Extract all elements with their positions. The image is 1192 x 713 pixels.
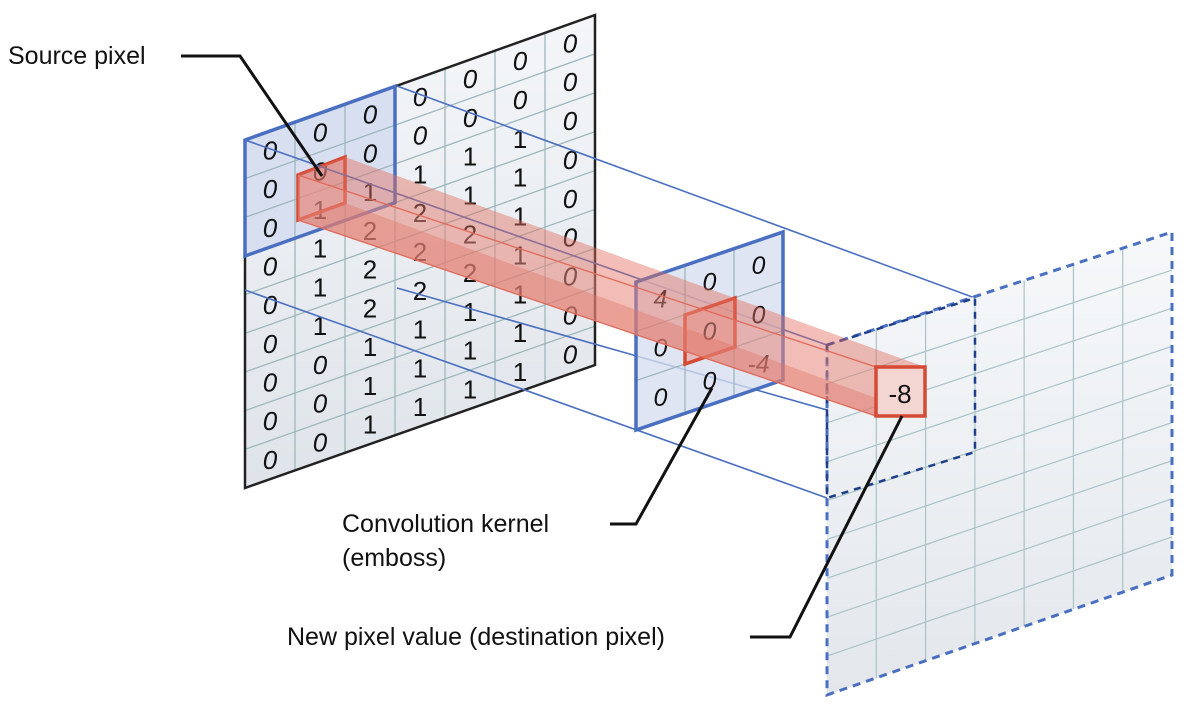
convolution-beam bbox=[297, 157, 925, 417]
source-cell-value: 1 bbox=[513, 124, 527, 154]
destination-leader bbox=[750, 415, 904, 639]
source-cell-value: 0 bbox=[563, 339, 578, 369]
source-cell-value: 0 bbox=[263, 174, 278, 204]
source-cell-value: 2 bbox=[363, 255, 377, 285]
kernel-cell-value: 0 bbox=[654, 384, 668, 412]
source-cell-value: 0 bbox=[413, 82, 428, 112]
source-cell-value: 0 bbox=[313, 427, 328, 457]
source-cell-value: 0 bbox=[363, 139, 378, 169]
source-grid-line bbox=[244, 208, 596, 334]
source-cell-value: 1 bbox=[413, 353, 427, 383]
destination-grid-line bbox=[826, 498, 1173, 618]
source-cell-value: 0 bbox=[363, 100, 378, 130]
source-cell-value: 0 bbox=[263, 213, 278, 243]
destination-grid-line bbox=[826, 345, 1173, 463]
beam-edge bbox=[297, 219, 877, 417]
kernel-leader bbox=[610, 387, 714, 526]
source-cell-value: 1 bbox=[463, 297, 477, 327]
source-cell-value: 0 bbox=[413, 121, 428, 151]
source-grid-line bbox=[244, 325, 596, 450]
source-cell-value: 0 bbox=[313, 350, 328, 380]
source-cell-value: 1 bbox=[363, 371, 377, 401]
source-cell-value: 1 bbox=[513, 163, 527, 193]
source-cell-value: 1 bbox=[463, 375, 477, 405]
beam-side-face bbox=[298, 175, 876, 416]
destination-pixel-box bbox=[874, 365, 927, 418]
callout-lines bbox=[181, 54, 904, 639]
source-cell-value: 0 bbox=[563, 223, 578, 253]
source-cell-value: 0 bbox=[463, 64, 478, 94]
source-cell-value: 0 bbox=[263, 406, 278, 436]
source-cell-value: 0 bbox=[313, 118, 328, 148]
source-cell-value: 0 bbox=[563, 184, 578, 214]
kernel-cell-value: 0 bbox=[703, 269, 717, 297]
source-cell-value: 1 bbox=[313, 272, 327, 302]
destination-pixel: -8 bbox=[874, 365, 927, 418]
kernel-label-line1: Convolution kernel bbox=[342, 510, 549, 538]
projection-line bbox=[396, 85, 976, 299]
source-cell-value: 0 bbox=[263, 252, 278, 282]
kernel-cell-value: 0 bbox=[752, 301, 766, 329]
source-cell-value: 1 bbox=[413, 315, 427, 345]
source-cell-value: 1 bbox=[413, 392, 427, 422]
source-cell-value: 0 bbox=[513, 46, 528, 76]
source-cell-value: 0 bbox=[263, 368, 278, 398]
source-cell-value: 1 bbox=[313, 234, 327, 264]
source-pixel-label: Source pixel bbox=[8, 42, 146, 70]
source-cell-value: 0 bbox=[513, 85, 528, 115]
source-grid-line bbox=[244, 286, 596, 412]
source-panel-border bbox=[243, 13, 597, 490]
source-cell-value: 1 bbox=[463, 181, 477, 211]
source-cell-value: 1 bbox=[363, 410, 377, 440]
kernel-cell-value: 0 bbox=[703, 367, 717, 395]
source-cell-value: 2 bbox=[413, 276, 427, 306]
destination-image-grid bbox=[825, 229, 1174, 698]
destination-grid-line bbox=[826, 269, 1173, 385]
source-cell-value: 0 bbox=[563, 67, 578, 97]
source-cell-value: 1 bbox=[513, 357, 527, 387]
source-cell-value: 0 bbox=[263, 135, 278, 165]
source-cell-value: 0 bbox=[563, 106, 578, 136]
kernel-label-line2: (emboss) bbox=[342, 544, 446, 572]
source-cell-value: 0 bbox=[263, 290, 278, 320]
source-cell-value: 1 bbox=[513, 202, 527, 232]
source-cell-value: 1 bbox=[413, 159, 427, 189]
source-window-border bbox=[243, 83, 397, 259]
source-cell-value: 1 bbox=[363, 332, 377, 362]
destination-panel-background bbox=[827, 232, 1172, 695]
source-pixel-leader bbox=[181, 54, 324, 177]
source-cell-value: 2 bbox=[363, 294, 377, 324]
projection-line bbox=[244, 289, 828, 499]
source-cell-value: 1 bbox=[513, 318, 527, 348]
source-cell-value: 1 bbox=[463, 336, 477, 366]
source-cell-value: 0 bbox=[463, 103, 478, 133]
source-cell-value: 0 bbox=[263, 329, 278, 359]
destination-panel-border bbox=[825, 229, 1174, 698]
destination-pixel-value: -8 bbox=[888, 379, 911, 409]
destination-grid-line bbox=[826, 536, 1173, 657]
source-cell-value: 0 bbox=[563, 145, 578, 175]
source-cell-value: 0 bbox=[563, 28, 578, 58]
source-cell-value: 1 bbox=[463, 142, 477, 172]
destination-label: New pixel value (destination pixel) bbox=[287, 623, 665, 651]
source-cell-value: 0 bbox=[313, 389, 328, 419]
beam-top-face bbox=[298, 157, 925, 367]
source-grid-line bbox=[244, 53, 596, 180]
source-cell-value: 0 bbox=[263, 445, 278, 475]
beam-edge bbox=[297, 174, 877, 368]
kernel-cell-value: 0 bbox=[752, 252, 766, 280]
destination-grid-line bbox=[826, 421, 1173, 541]
destination-grid-line bbox=[826, 460, 1173, 579]
